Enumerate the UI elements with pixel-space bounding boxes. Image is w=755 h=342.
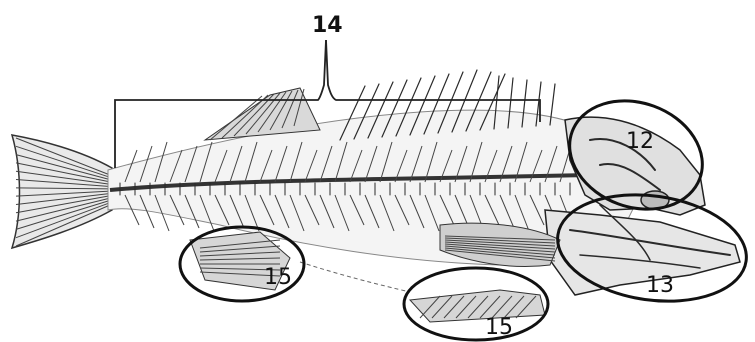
label-15-pelvic: 15 xyxy=(264,265,292,290)
belly-line xyxy=(300,262,410,292)
caudal-fin xyxy=(12,135,112,248)
anal-fin xyxy=(410,290,545,322)
label-12: 12 xyxy=(626,129,654,154)
label-15-anal: 15 xyxy=(485,315,513,340)
label-14: 14 xyxy=(312,13,343,38)
label-13: 13 xyxy=(646,273,674,298)
jaw-apparatus xyxy=(545,205,740,295)
